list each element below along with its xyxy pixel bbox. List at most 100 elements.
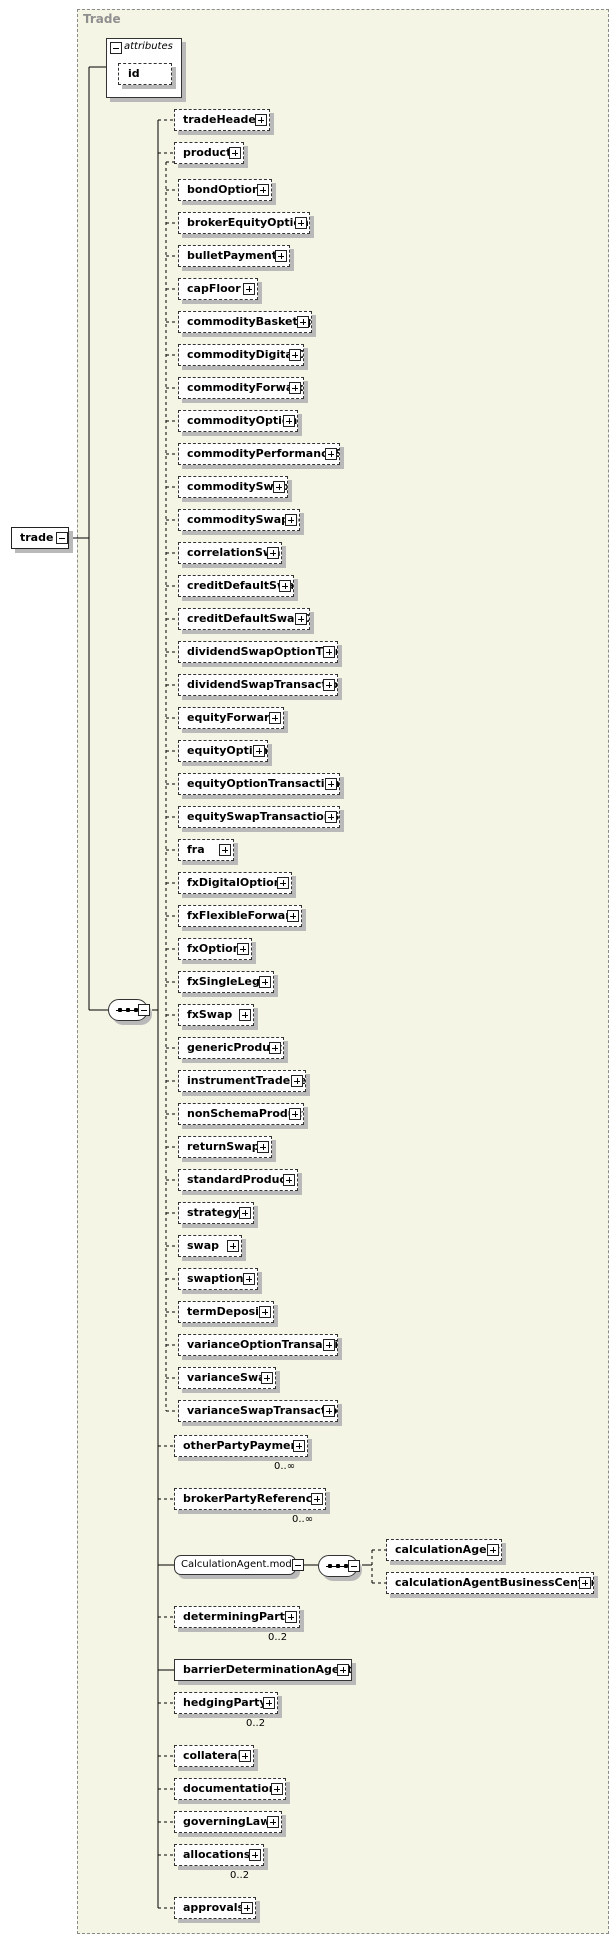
expand-icon[interactable] [285, 514, 297, 526]
expand-icon[interactable] [295, 613, 307, 625]
expand-icon[interactable] [243, 283, 255, 295]
product-substitute-item[interactable]: creditDefaultSwap [178, 575, 298, 601]
expand-icon[interactable] [323, 1405, 335, 1417]
expand-icon[interactable] [579, 1577, 591, 1589]
expand-icon[interactable] [243, 1273, 255, 1285]
expand-icon[interactable] [289, 382, 301, 394]
product-substitute-item[interactable]: varianceSwapTransactionSuppl... [178, 1400, 342, 1426]
product-substitute-item[interactable]: genericProduct [178, 1037, 288, 1063]
expand-icon[interactable] [325, 778, 337, 790]
expand-icon[interactable] [291, 1075, 303, 1087]
element-documentation[interactable]: documentation [174, 1778, 290, 1804]
element-barrierDeterminationAgent[interactable]: barrierDeterminationAgent [174, 1659, 356, 1685]
element-brokerPartyReference[interactable]: brokerPartyReference [174, 1488, 330, 1514]
expand-icon[interactable] [287, 910, 299, 922]
product-substitute-item[interactable]: fxSingleLeg [178, 971, 278, 997]
expand-icon[interactable] [325, 811, 337, 823]
expand-icon[interactable] [263, 1697, 275, 1709]
element-governingLaw[interactable]: governingLaw [174, 1811, 286, 1837]
product-substitute-item[interactable]: returnSwap [178, 1136, 276, 1162]
expand-icon[interactable] [275, 250, 287, 262]
element-calculationAgent[interactable]: calculationAgent [386, 1539, 506, 1565]
expand-icon[interactable] [261, 1372, 273, 1384]
product-substitute-item[interactable]: bulletPayment [178, 245, 294, 271]
expand-icon[interactable] [311, 1493, 323, 1505]
product-substitute-item[interactable]: dividendSwapTransactionSuppl... [178, 674, 342, 700]
sequence-collapse-icon[interactable] [138, 1004, 150, 1016]
element-calculationAgentBusinessCenter[interactable]: calculationAgentBusinessCenter [386, 1572, 598, 1598]
expand-icon[interactable] [259, 1306, 271, 1318]
expand-icon[interactable] [237, 943, 249, 955]
expand-icon[interactable] [269, 1042, 281, 1054]
product-substitute-item[interactable]: termDeposit [178, 1301, 278, 1327]
expand-icon[interactable] [259, 976, 271, 988]
product-substitute-item[interactable]: instrumentTradeDetails [178, 1070, 310, 1096]
product-substitute-item[interactable]: equityOptionTransactionSupple... [178, 773, 344, 799]
expand-icon[interactable] [239, 1009, 251, 1021]
product-substitute-item[interactable]: equitySwapTransactionSupple... [178, 806, 344, 832]
expand-icon[interactable] [293, 1440, 305, 1452]
element-collateral[interactable]: collateral [174, 1745, 258, 1771]
expand-icon[interactable] [283, 415, 295, 427]
element-allocations[interactable]: allocations [174, 1844, 268, 1870]
product-substitute-item[interactable]: commodityPerformanceSwap [178, 443, 344, 469]
product-substitute-item[interactable]: varianceOptionTransactionSup... [178, 1334, 342, 1360]
element-hedgingParty[interactable]: hedgingParty [174, 1692, 282, 1718]
product-substitute-item[interactable]: standardProduct [178, 1169, 302, 1195]
expand-icon[interactable] [323, 1339, 335, 1351]
collapse-icon[interactable] [56, 532, 68, 544]
trade-element[interactable]: trade [11, 527, 73, 553]
expand-icon[interactable] [283, 1174, 295, 1186]
product-substitute-item[interactable]: commodityBasketOption [178, 311, 316, 337]
product-substitute-item[interactable]: commoditySwap [178, 476, 292, 502]
element-approvals[interactable]: approvals [174, 1897, 260, 1923]
expand-icon[interactable] [239, 1207, 251, 1219]
expand-icon[interactable] [325, 448, 337, 460]
expand-icon[interactable] [257, 1141, 269, 1153]
expand-icon[interactable] [277, 877, 289, 889]
expand-icon[interactable] [337, 1664, 349, 1676]
product-substitute-item[interactable]: varianceSwap [178, 1367, 280, 1393]
expand-icon[interactable] [229, 147, 241, 159]
element-product[interactable]: product [174, 142, 248, 168]
product-substitute-item[interactable]: nonSchemaProduct [178, 1103, 308, 1129]
collapse-icon[interactable] [110, 42, 122, 54]
product-substitute-item[interactable]: fxOption [178, 938, 256, 964]
element-otherPartyPayment[interactable]: otherPartyPayment [174, 1435, 312, 1461]
product-substitute-item[interactable]: dividendSwapOptionTransactio... [178, 641, 342, 667]
product-substitute-item[interactable]: swaption [178, 1268, 262, 1294]
product-substitute-item[interactable]: strategy [178, 1202, 258, 1228]
expand-icon[interactable] [249, 1849, 261, 1861]
product-substitute-item[interactable]: brokerEquityOption [178, 212, 314, 238]
product-substitute-item[interactable]: correlationSwap [178, 542, 286, 568]
product-substitute-item[interactable]: commoditySwaption [178, 509, 304, 535]
product-substitute-item[interactable]: fxDigitalOption [178, 872, 296, 898]
model-collapse-icon[interactable] [292, 1559, 304, 1571]
expand-icon[interactable] [271, 1783, 283, 1795]
expand-icon[interactable] [295, 217, 307, 229]
element-determiningParty[interactable]: determiningParty [174, 1606, 304, 1632]
product-substitute-item[interactable]: fra [178, 839, 238, 865]
expand-icon[interactable] [273, 481, 285, 493]
product-substitute-item[interactable]: creditDefaultSwapOption [178, 608, 314, 634]
expand-icon[interactable] [227, 1240, 239, 1252]
expand-icon[interactable] [285, 1611, 297, 1623]
expand-icon[interactable] [323, 679, 335, 691]
expand-icon[interactable] [269, 712, 281, 724]
product-substitute-item[interactable]: fxSwap [178, 1004, 258, 1030]
expand-icon[interactable] [289, 1108, 301, 1120]
expand-icon[interactable] [289, 349, 301, 361]
product-substitute-item[interactable]: commodityForward [178, 377, 308, 403]
expand-icon[interactable] [219, 844, 231, 856]
model-sequence-collapse-icon[interactable] [348, 1560, 360, 1572]
expand-icon[interactable] [241, 1902, 253, 1914]
product-substitute-item[interactable]: equityForward [178, 707, 288, 733]
expand-icon[interactable] [267, 547, 279, 559]
expand-icon[interactable] [279, 580, 291, 592]
expand-icon[interactable] [253, 745, 265, 757]
expand-icon[interactable] [267, 1816, 279, 1828]
expand-icon[interactable] [323, 646, 335, 658]
product-substitute-item[interactable]: commodityOption [178, 410, 302, 436]
product-substitute-item[interactable]: commodityDigitalOption [178, 344, 308, 370]
expand-icon[interactable] [255, 114, 267, 126]
